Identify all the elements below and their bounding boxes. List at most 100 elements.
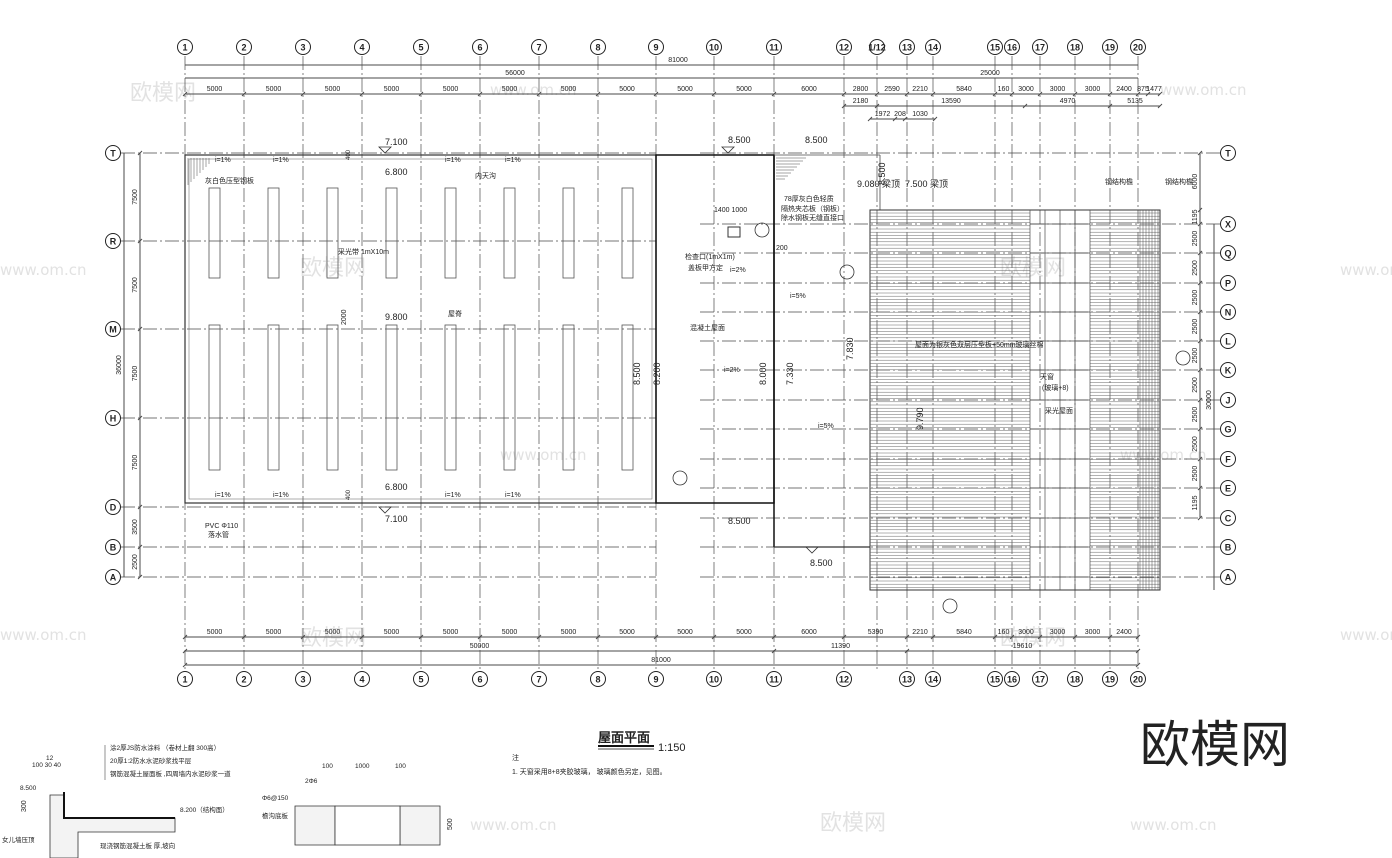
annotation-slope-5pct: i=5%: [818, 423, 834, 430]
grid-bubble: [899, 39, 915, 55]
grid-bubble: [1102, 671, 1118, 687]
skylight-strip: [326, 187, 339, 279]
annotation-elev-8500-a: 8.500: [728, 135, 751, 145]
grid-bubble: [1220, 216, 1236, 232]
grid-label: 1: [182, 43, 187, 53]
grid-bubble: [1220, 539, 1236, 555]
detail2-dim: 1000: [355, 763, 370, 770]
grid-bubble: [836, 39, 852, 55]
dim-text: 7500: [132, 455, 139, 471]
dim-400: 400: [346, 489, 352, 500]
grid-label: L: [1225, 337, 1231, 347]
grid-label: A: [1225, 573, 1232, 583]
annotation-elev-8200: 8.200: [652, 362, 662, 385]
dim-tick: [902, 116, 908, 122]
annotation-edge-1: 钢结构檐: [1105, 177, 1133, 186]
grid-label: 12: [839, 675, 849, 685]
dim-tick: [1197, 397, 1203, 403]
dim-tick: [1072, 634, 1078, 640]
grid-bubble: [836, 671, 852, 687]
watermark-logo: 欧模网: [300, 256, 366, 281]
grid-label: E: [1225, 484, 1231, 494]
grid-label: F: [1225, 455, 1231, 465]
grid-bubble: [766, 39, 782, 55]
grid-bubble: [1032, 39, 1048, 55]
dim-text: 5000: [736, 86, 752, 93]
dim-text: 2210: [912, 86, 928, 93]
annotation-skylight-strip: 采光带 1mX10m: [338, 247, 389, 256]
dim-text: 5000: [619, 86, 635, 93]
grid-bubble: [105, 233, 121, 249]
grid-bubble: [472, 671, 488, 687]
dim-text: 7500: [132, 189, 139, 205]
grid-label: 10: [709, 675, 719, 685]
grid-bubble: [105, 410, 121, 426]
dim-tick: [1197, 250, 1203, 256]
dim-tick: [137, 504, 143, 510]
detail-layer-1: 涂2厚JS防水涂料 （卷材上翻 300高）: [110, 743, 220, 752]
grid-bubble: [354, 39, 370, 55]
watermark-url: www.om.cn: [1160, 81, 1247, 99]
dim-tick: [137, 544, 143, 550]
dim-text: 50000: [470, 643, 490, 650]
grid-label: A: [110, 573, 117, 583]
grid-bubble: [1220, 362, 1236, 378]
dim-text: 7500: [132, 366, 139, 382]
annotation-elev-6800-bot: 6.800: [385, 482, 408, 492]
dim-tick: [932, 116, 938, 122]
annotation-elev-7100-bot: 7.100: [385, 514, 408, 524]
dim-2000: 2000: [341, 309, 348, 325]
grid-bubble: [925, 671, 941, 687]
annotation-elev-7330: 7.330: [785, 362, 795, 385]
grid-bubble: [869, 39, 885, 55]
dim-text: 1477: [1146, 86, 1162, 93]
dim-tick: [137, 326, 143, 332]
grid-label: 6: [477, 43, 482, 53]
dim-tick: [930, 634, 936, 640]
detail2-dim-500: 500: [447, 818, 454, 830]
dim-text: 2500: [1192, 319, 1199, 335]
dim-tick: [1135, 91, 1141, 97]
grid-bubble: [413, 39, 429, 55]
grid-label: G: [1224, 425, 1231, 435]
skylight-strip: [385, 324, 398, 471]
grid-label: H: [110, 414, 117, 424]
grid-label: J: [1225, 396, 1230, 406]
grid-bubble: [1220, 333, 1236, 349]
annotation-hatch-dim: 1400 1000: [714, 207, 747, 214]
dim-tick: [418, 91, 424, 97]
skylight-strip: [621, 187, 634, 279]
grid-label: 12: [839, 43, 849, 53]
dim-tick: [1197, 485, 1203, 491]
grid-label: 2: [241, 43, 246, 53]
grid-bubble: [1130, 671, 1146, 687]
dim-tick: [1107, 634, 1113, 640]
grid-label: T: [110, 149, 116, 159]
watermark-url: www.om.cn: [500, 446, 587, 464]
dim-text: 2500: [1192, 231, 1199, 247]
grid-bubble: [1220, 510, 1236, 526]
annotation-roof-note: 屋面为银灰色双层压型板+50mm玻璃丝棉: [915, 340, 1044, 349]
dim-text: 6000: [801, 629, 817, 636]
dim-text: 2500: [1192, 436, 1199, 452]
dim-tick: [1197, 207, 1203, 213]
annotation-elev-7830: 7.830: [845, 337, 855, 360]
annotation-hatch-label: 检查口(1mX1m): [685, 252, 735, 261]
dim-text: 2500: [132, 554, 139, 570]
detail-elev-8200: 8.200（结构面）: [180, 805, 229, 814]
grid-bubble: [987, 39, 1003, 55]
grid-bubble: [706, 39, 722, 55]
grid-label: 8: [595, 43, 600, 53]
dim-text: 3000: [1085, 629, 1101, 636]
skylight-strip: [444, 324, 457, 471]
annotation-gutter: 内天沟: [475, 171, 496, 180]
dim-tick: [930, 91, 936, 97]
dim-text: 30000: [1206, 390, 1213, 410]
annotation-elev-8500-d: 8.500: [810, 558, 833, 568]
dim-tick: [874, 91, 880, 97]
dim-text: 2500: [1192, 407, 1199, 423]
grid-bubble: [105, 145, 121, 161]
skylight-strip: [562, 324, 575, 471]
